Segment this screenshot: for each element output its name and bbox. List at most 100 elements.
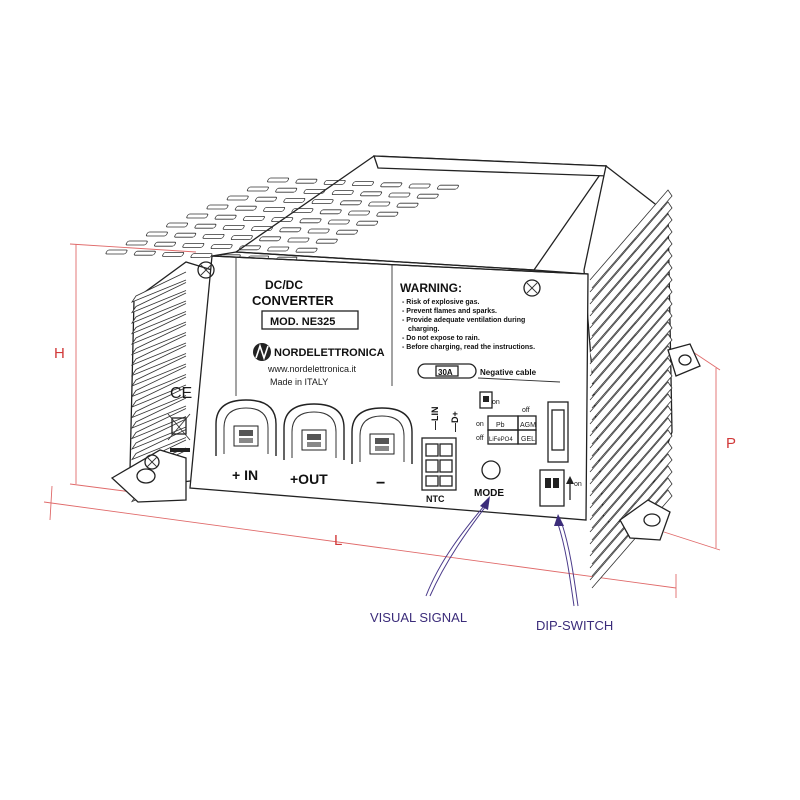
fin bbox=[130, 345, 187, 377]
fin bbox=[589, 369, 673, 469]
fin bbox=[130, 355, 187, 387]
vent-slot bbox=[331, 190, 354, 196]
brand-name: NORDELETTRONICA bbox=[274, 347, 385, 359]
fin bbox=[589, 417, 673, 517]
vent-slot bbox=[230, 235, 253, 241]
fin bbox=[130, 282, 187, 314]
dip-switch-pointer bbox=[554, 514, 579, 607]
fin bbox=[130, 303, 187, 335]
warning-text-lines: - Risk of explosive gas. - Prevent flames… bbox=[402, 299, 535, 351]
fin bbox=[589, 309, 673, 409]
selector-row-off: off bbox=[476, 435, 484, 442]
vent-slot bbox=[360, 191, 383, 197]
vent-slot bbox=[307, 228, 330, 234]
vent-slot bbox=[190, 253, 213, 259]
warning-line: - Risk of explosive gas. bbox=[402, 299, 479, 306]
vent-slot bbox=[295, 178, 318, 184]
vent-slot bbox=[335, 229, 358, 235]
vent-slot bbox=[295, 247, 318, 253]
vent-slot bbox=[133, 250, 156, 256]
dip-switch-on-label: on bbox=[574, 481, 582, 488]
terminal-2 bbox=[283, 403, 345, 460]
fin bbox=[589, 237, 673, 337]
panel-screws bbox=[144, 261, 541, 470]
power-terminals bbox=[215, 399, 413, 464]
website-text: www.nordelettronica.it bbox=[267, 364, 357, 374]
vent-slot bbox=[380, 182, 403, 188]
vent-slot bbox=[408, 183, 431, 189]
vent-slot bbox=[166, 222, 189, 228]
front-panel bbox=[144, 251, 589, 521]
fin bbox=[130, 334, 187, 366]
fin bbox=[130, 429, 187, 461]
vent-slot bbox=[125, 240, 148, 246]
terminal-in-label: + IN bbox=[232, 467, 258, 483]
vent-slot bbox=[226, 195, 249, 201]
flange-rear-right bbox=[667, 343, 701, 377]
vent-slot bbox=[327, 219, 350, 225]
right-heatsink-fins bbox=[583, 164, 673, 589]
height-label: H bbox=[54, 345, 65, 362]
fin bbox=[589, 453, 673, 553]
brand-logo: NORDELETTRONICA bbox=[253, 343, 385, 361]
fin bbox=[589, 285, 673, 385]
weee-bin-icon bbox=[167, 413, 191, 452]
length-dimension-line bbox=[43, 501, 677, 589]
top-cover bbox=[105, 155, 609, 271]
selector-top-on: on bbox=[492, 399, 500, 406]
vent-slot bbox=[145, 231, 168, 237]
vent-slot bbox=[238, 245, 261, 251]
fuse-rating: 30A bbox=[438, 368, 453, 377]
vent-slot bbox=[368, 201, 391, 207]
terminal-3 bbox=[351, 407, 413, 464]
vent-slot bbox=[202, 233, 225, 239]
vent-slot bbox=[246, 186, 269, 192]
mode-led bbox=[481, 460, 501, 480]
flange-front-right bbox=[619, 499, 671, 541]
warning-line: - Before charging, read the instructions… bbox=[402, 344, 535, 351]
vent-slot bbox=[105, 249, 128, 255]
fin bbox=[589, 201, 673, 301]
selector-agm: AGM bbox=[520, 422, 536, 429]
vent-slot bbox=[186, 213, 209, 219]
vent-slot bbox=[299, 218, 322, 224]
vent-slot bbox=[339, 200, 362, 206]
vent-slot bbox=[376, 211, 399, 217]
dimension-lines bbox=[43, 243, 721, 598]
vent-slot bbox=[259, 236, 282, 242]
vent-slot bbox=[263, 206, 286, 212]
warning-line: - Prevent flames and sparks. bbox=[402, 308, 497, 315]
fin bbox=[589, 273, 673, 373]
fin bbox=[130, 324, 187, 356]
fuse-symbol: 30A Negative cable bbox=[417, 363, 561, 383]
terminal-out-label: +OUT bbox=[290, 471, 328, 487]
lin-label: —LIN bbox=[430, 407, 440, 431]
selector-gel: GEL bbox=[521, 436, 535, 443]
fin bbox=[589, 357, 673, 457]
vent-slot bbox=[162, 251, 185, 257]
fin bbox=[130, 366, 187, 398]
visual-signal-label: VISUAL SIGNAL bbox=[370, 610, 467, 625]
vent-slot bbox=[291, 208, 314, 214]
dplus-label: —D+ bbox=[450, 411, 460, 432]
vent-slot bbox=[352, 181, 374, 187]
vent-slot bbox=[210, 244, 233, 250]
label-line1: DC/DC bbox=[265, 278, 303, 292]
vent-slot bbox=[356, 220, 379, 226]
depth-label: P bbox=[726, 435, 736, 452]
dip-switch-cover bbox=[547, 401, 569, 463]
vent-slot bbox=[275, 187, 298, 193]
vent-slot bbox=[319, 209, 342, 215]
fin bbox=[589, 297, 673, 397]
vent-slot bbox=[388, 192, 411, 198]
vent-slot bbox=[348, 210, 371, 216]
vent-slot bbox=[396, 202, 419, 208]
fin bbox=[589, 441, 673, 541]
fin bbox=[589, 213, 673, 313]
selector-lifepo4: LiFePO4 bbox=[489, 437, 513, 443]
vent-slot bbox=[242, 215, 265, 221]
vent-slot bbox=[271, 217, 294, 223]
vent-slot bbox=[251, 226, 274, 232]
vent-slot bbox=[436, 184, 459, 190]
fin bbox=[130, 313, 187, 345]
